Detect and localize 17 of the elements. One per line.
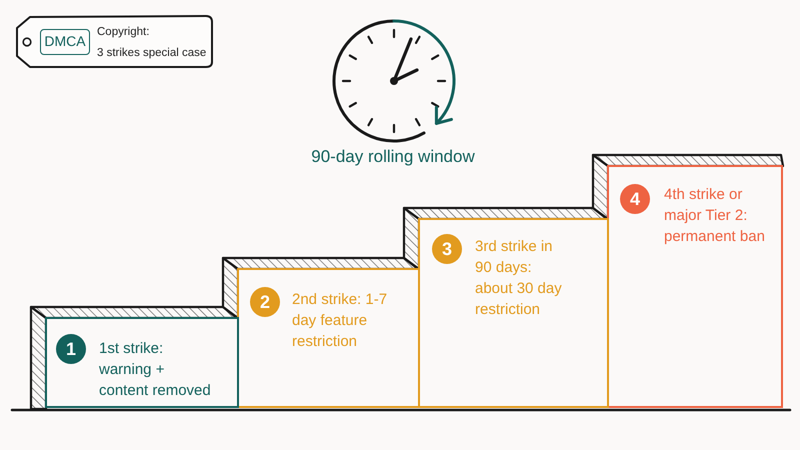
tag-card: [14, 14, 214, 70]
step-number: 4: [620, 184, 650, 214]
clock-caption: 90-day rolling window: [311, 147, 475, 167]
step-description: 2nd strike: 1-7 day feature restriction: [292, 290, 388, 352]
step-number: 2: [250, 287, 280, 317]
step-box: [607, 165, 783, 408]
step-number: 3: [432, 234, 462, 264]
tag-text: 3 strikes special case: [97, 46, 206, 61]
step-number: 1: [56, 334, 86, 364]
step-description: 1st strike: warning + content removed: [99, 339, 212, 401]
step-box: [45, 317, 239, 408]
step-description: 4th strike or major Tier 2: permanent ban: [664, 185, 766, 247]
acronym-box: DMCA: [40, 29, 90, 55]
tag-heading: Copyright:: [97, 25, 150, 40]
step-description: 3rd strike in 90 days: about 30 day restriction: [475, 237, 563, 320]
step-box: [237, 268, 420, 408]
step-box: [418, 218, 609, 408]
